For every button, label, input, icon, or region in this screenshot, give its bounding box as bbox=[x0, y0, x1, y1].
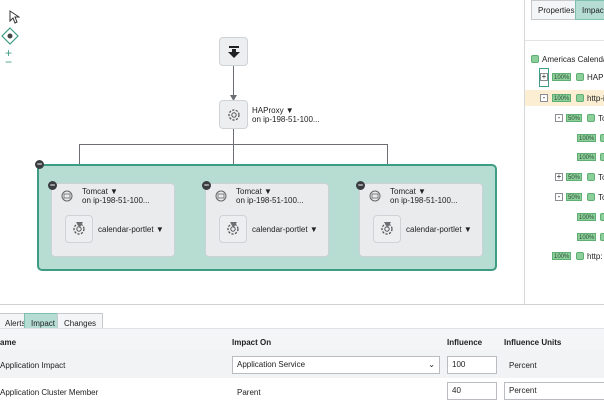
dropdown-caret-icon[interactable]: ▼ bbox=[155, 225, 164, 234]
collapse-toggle[interactable]: - bbox=[555, 114, 563, 122]
dropdown-caret-icon[interactable]: ▼ bbox=[285, 106, 294, 115]
collapse-tomcat-2-button[interactable]: − bbox=[202, 180, 211, 190]
row-name: Application Impact bbox=[0, 361, 66, 370]
status-square bbox=[600, 134, 604, 142]
impact-percent: 100% bbox=[577, 233, 597, 241]
dropdown-caret-icon[interactable]: ▼ bbox=[418, 187, 426, 196]
impact-percent: 50% bbox=[566, 114, 583, 122]
influence-units-select[interactable]: Percent bbox=[504, 382, 604, 400]
impact-percent: 100% bbox=[552, 94, 572, 102]
expand-toggle[interactable]: + bbox=[555, 172, 563, 181]
pointer-icon[interactable] bbox=[8, 10, 20, 24]
impact-percent: 100% bbox=[552, 73, 572, 81]
status-square bbox=[531, 55, 539, 63]
row-name: Application Cluster Member bbox=[0, 388, 99, 397]
col-influence-units[interactable]: Influence Units bbox=[504, 338, 562, 347]
col-influence[interactable]: Influence bbox=[447, 338, 483, 347]
server-icon bbox=[369, 190, 381, 202]
collapse-cluster-button[interactable]: − bbox=[35, 159, 44, 169]
tab-properties[interactable]: Properties bbox=[531, 0, 582, 20]
portlet-2-node[interactable] bbox=[219, 215, 247, 243]
dropdown-caret-icon[interactable]: ▼ bbox=[110, 187, 118, 196]
tree-node-label[interactable]: http-i bbox=[587, 94, 604, 103]
influence-input[interactable]: 40 bbox=[447, 382, 497, 400]
status-square bbox=[600, 233, 604, 241]
status-square bbox=[576, 94, 584, 102]
impact-percent: 100% bbox=[577, 153, 597, 161]
col-impact-on[interactable]: Impact On bbox=[232, 338, 272, 347]
portlet-3-node[interactable] bbox=[373, 215, 401, 243]
tomcat-3-name: Tomcat ▼ bbox=[390, 187, 426, 196]
dropdown-caret-icon[interactable]: ▼ bbox=[463, 225, 472, 234]
impact-percent: 100% bbox=[577, 134, 597, 142]
status-square bbox=[576, 252, 584, 260]
status-square bbox=[600, 153, 604, 161]
tree-node-label[interactable]: HAPro bbox=[587, 73, 604, 82]
tab-impact-tree[interactable]: Impact T bbox=[575, 0, 604, 20]
haproxy-name: HAProxy ▼ bbox=[252, 106, 294, 115]
impact-percent: 50% bbox=[566, 173, 583, 181]
influence-units: Percent bbox=[509, 361, 537, 370]
tree-node-label[interactable]: To bbox=[598, 193, 604, 202]
right-panel: Properties Impact T Americas Calenda + 1… bbox=[524, 0, 604, 304]
collapse-toggle[interactable]: - bbox=[540, 94, 548, 102]
status-square bbox=[576, 73, 584, 81]
zoom-out-button[interactable]: − bbox=[5, 55, 13, 69]
portlet-2-label: calendar-portlet ▼ bbox=[252, 225, 318, 234]
portlet-3-label: calendar-portlet ▼ bbox=[406, 225, 472, 234]
tomcat-2-host: on ip-198-51-100... bbox=[236, 196, 304, 205]
tree-node-focus bbox=[539, 68, 549, 87]
status-square bbox=[587, 114, 595, 122]
tree-node-label[interactable]: To bbox=[598, 173, 604, 182]
impact-on-select[interactable]: Application Service ⌄ bbox=[232, 356, 440, 374]
portlet-1-label: calendar-portlet ▼ bbox=[98, 225, 164, 234]
chevron-down-icon: ⌄ bbox=[428, 360, 435, 369]
collapse-toggle[interactable]: - bbox=[555, 193, 563, 201]
status-square bbox=[587, 193, 595, 201]
dropdown-caret-icon[interactable]: ▼ bbox=[309, 225, 318, 234]
col-name[interactable]: ame bbox=[0, 338, 17, 347]
server-icon bbox=[215, 190, 227, 202]
status-square bbox=[587, 173, 595, 181]
zoom-in-button[interactable]: + bbox=[5, 46, 13, 60]
pan-control-icon[interactable] bbox=[1, 27, 19, 45]
portlet-1-node[interactable] bbox=[65, 215, 93, 243]
tree-node-label[interactable]: To bbox=[598, 114, 604, 123]
impact-percent: 100% bbox=[577, 213, 597, 221]
influence-input[interactable]: 100 bbox=[447, 356, 497, 374]
collapse-tomcat-3-button[interactable]: − bbox=[356, 180, 365, 190]
tomcat-3-host: on ip-198-51-100... bbox=[390, 196, 458, 205]
haproxy-host: on ip-198-51-100... bbox=[252, 115, 320, 124]
tomcat-1-host: on ip-198-51-100... bbox=[82, 196, 150, 205]
download-arrow-icon bbox=[227, 45, 240, 58]
collapse-tomcat-1-button[interactable]: − bbox=[48, 180, 57, 190]
tomcat-1-name: Tomcat ▼ bbox=[82, 187, 118, 196]
table-row[interactable] bbox=[0, 378, 604, 408]
server-icon bbox=[61, 190, 73, 202]
impact-on-value: Parent bbox=[237, 388, 261, 397]
impact-percent: 50% bbox=[566, 193, 583, 201]
dropdown-caret-icon[interactable]: ▼ bbox=[264, 187, 272, 196]
status-square bbox=[600, 213, 604, 221]
gear-icon bbox=[227, 108, 240, 121]
entry-node[interactable] bbox=[219, 37, 248, 66]
expand-toggle[interactable]: + bbox=[540, 72, 548, 81]
haproxy-node[interactable] bbox=[219, 100, 248, 129]
impact-tree-root[interactable]: Americas Calenda bbox=[542, 55, 604, 64]
impact-percent: 100% bbox=[552, 252, 572, 260]
tomcat-2-name: Tomcat ▼ bbox=[236, 187, 272, 196]
tree-node-label[interactable]: http: bbox=[587, 252, 603, 261]
topology-canvas[interactable]: + − HAProxy ▼ on ip-198-51-100... − − To… bbox=[0, 0, 524, 304]
